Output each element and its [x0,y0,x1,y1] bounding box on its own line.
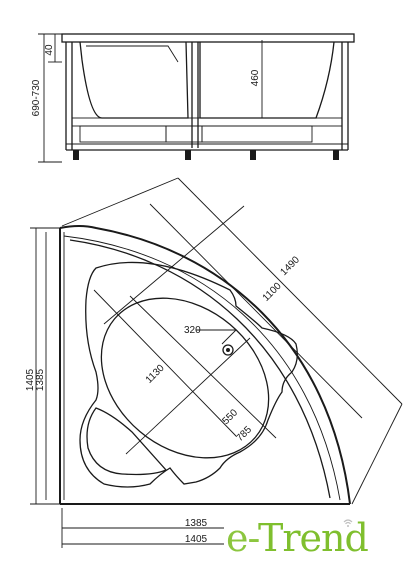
plan-view: 1490 1100 320 1130 550 785 1405 1385 138… [25,177,403,548]
seat-lobe [86,407,168,476]
dim-basin-length: 1130 [144,362,167,385]
dim-inner-left: 1385 [35,368,46,391]
side-view: 40 690-730 460 [31,33,355,163]
e-trend-logo: e-Trend [226,514,369,562]
dim-total-height: 690-730 [31,79,42,116]
foot-3 [250,150,256,160]
foot-2 [185,150,191,160]
drain [222,344,234,356]
basin-left [79,41,189,119]
dim-line-diagonal-inner [149,203,363,419]
dim-outer-left: 1405 [25,368,36,391]
basin-outline [79,261,298,488]
dim-diagonal-inner: 1100 [261,280,284,303]
dim-depth: 460 [250,69,261,86]
dim-top-rim: 40 [44,44,55,56]
dim-basin-width: 550 [220,407,240,427]
dim-bottom-inner: 1385 [185,518,208,529]
dim-drain: 320 [184,325,201,336]
logo-e-part: e- [226,516,259,560]
dim-diagonal-outer: 1490 [278,254,302,278]
dim-bottom-outer: 1405 [185,534,208,545]
tub-inner-rim [69,239,331,499]
basin-ellipse [100,297,270,459]
tub-outer-arc [59,225,351,505]
foot-4 [333,150,339,160]
tub-rim [61,33,355,43]
wifi-icon [343,519,353,527]
foot-1 [73,150,79,160]
dim-line-diagonal-outer [177,177,403,405]
basin-right [199,41,335,119]
